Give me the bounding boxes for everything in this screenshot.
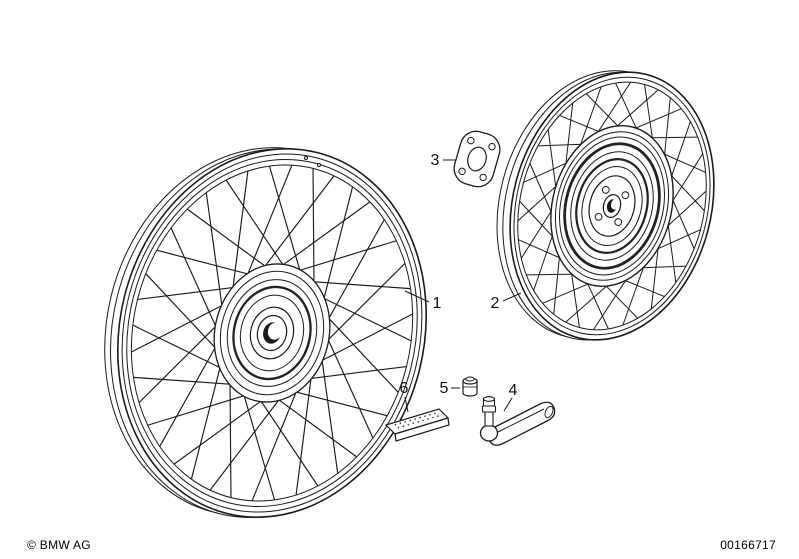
callout-leader-6 [404, 396, 409, 413]
weight-strip-texture [394, 412, 439, 429]
copyright-notice: © BMW AG [27, 538, 91, 552]
callout-leader-1 [404, 290, 430, 303]
front-spoke-wheel [104, 147, 427, 518]
callout-label-1: 1 [433, 295, 442, 312]
callout-leader-4 [503, 397, 513, 412]
callout-label-5: 5 [440, 380, 449, 397]
rim-nipple-details [304, 156, 321, 167]
callout-label-3: 3 [431, 152, 440, 169]
callout-layer: 1 2 3 4 5 6 [400, 152, 522, 413]
balance-weight-part [384, 408, 450, 442]
document-number: 00166717 [720, 538, 776, 552]
wheels-layer [104, 70, 715, 518]
valve-cap-part [462, 376, 478, 397]
hub-flange-disc-part [453, 130, 501, 188]
callout-label-2: 2 [491, 295, 500, 312]
callout-label-6: 6 [400, 380, 409, 397]
tyre-valve-part [479, 396, 556, 446]
callout-leader-2 [502, 292, 522, 302]
rear-spoke-wheel [496, 70, 715, 341]
callout-label-4: 4 [509, 382, 518, 399]
